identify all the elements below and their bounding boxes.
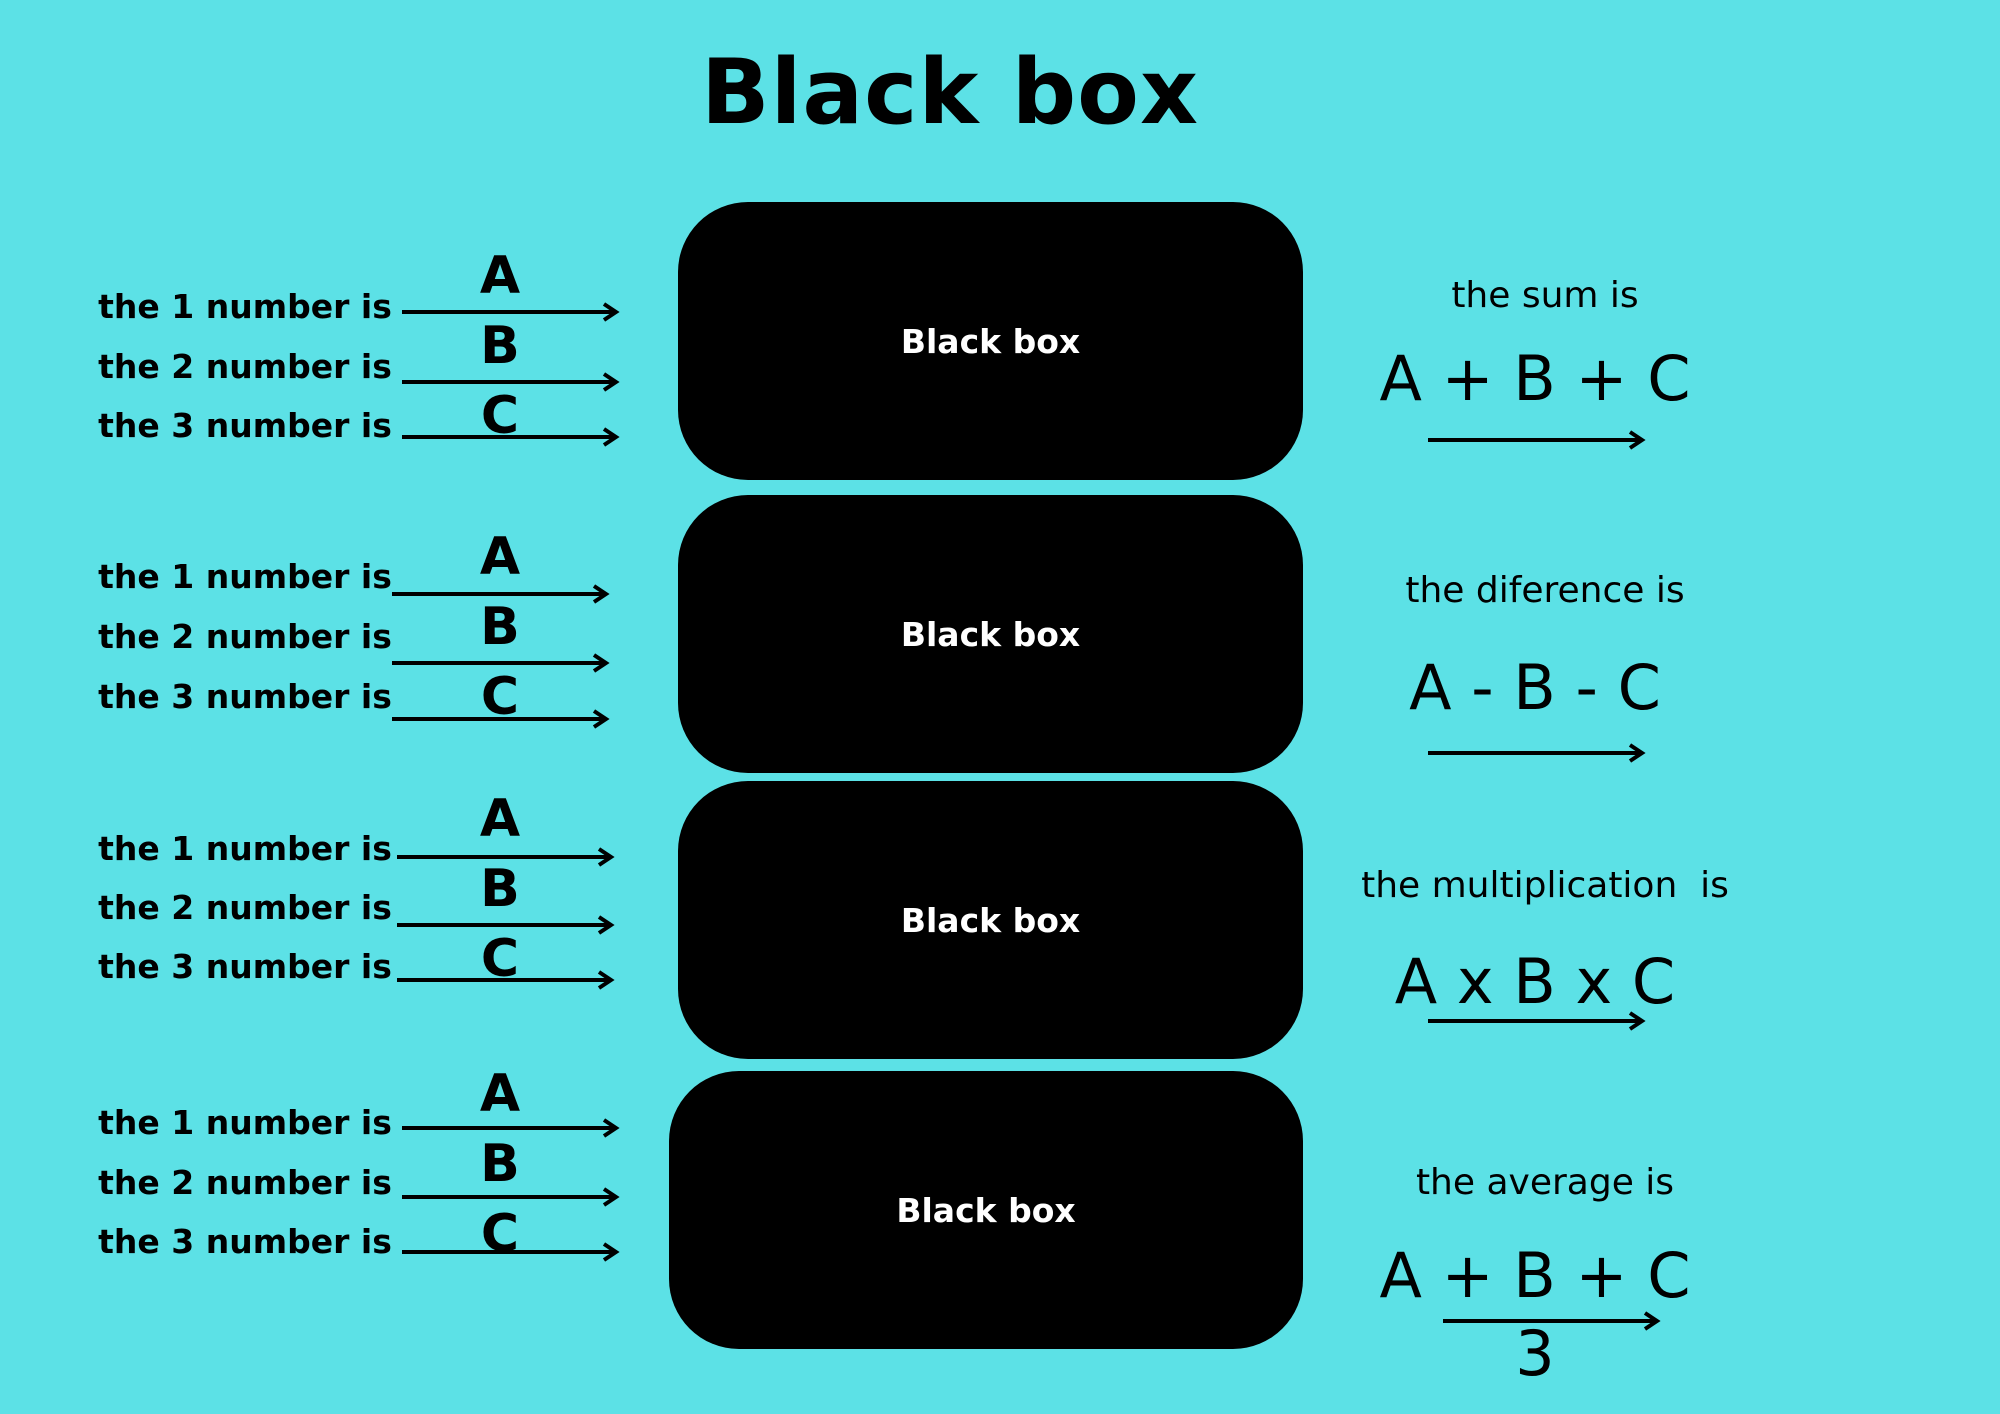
black-box-row-multiplication: the 1 number is the 2 number is the 3 nu… — [0, 781, 2000, 1061]
output-label: the multiplication is — [1361, 865, 1729, 906]
input-arrow-2 — [402, 1187, 620, 1207]
output-arrow — [1443, 1311, 1661, 1331]
input-arrow-2 — [392, 653, 610, 673]
input-letter-b: B — [480, 597, 520, 657]
input-label-1: the 1 number is — [98, 1103, 392, 1142]
output-arrow — [1428, 743, 1646, 763]
input-label-2: the 2 number is — [98, 347, 392, 386]
output-label: the sum is — [1451, 275, 1639, 316]
black-box-label: Black box — [896, 1190, 1076, 1230]
output-label: the diference is — [1405, 570, 1685, 611]
black-box-row-average: the 1 number is the 2 number is the 3 nu… — [0, 1064, 2000, 1399]
input-arrow-3 — [402, 1242, 620, 1262]
input-letter-c: C — [480, 929, 520, 989]
input-letter-b: B — [480, 316, 520, 376]
output-arrow — [1428, 1011, 1646, 1031]
output-formula: A - B - C — [1409, 651, 1661, 724]
output-arrow — [1428, 430, 1646, 450]
input-arrow-3 — [397, 970, 615, 990]
input-label-1: the 1 number is — [98, 287, 392, 326]
input-arrow-2 — [402, 372, 620, 392]
black-box: Black box — [678, 202, 1303, 480]
output-formula: A + B + C — [1379, 342, 1691, 415]
input-letter-c: C — [480, 386, 520, 446]
black-box-label: Black box — [900, 900, 1081, 940]
input-arrow-3 — [392, 709, 610, 729]
input-arrow-3 — [402, 427, 620, 447]
input-letter-c: C — [480, 667, 520, 727]
output-formula-numerator: A + B + C — [1379, 1239, 1691, 1312]
input-letter-a: A — [479, 527, 521, 587]
black-box-row-difference: the 1 number is the 2 number is the 3 nu… — [0, 493, 2000, 773]
input-letter-b: B — [480, 1134, 520, 1194]
input-label-3: the 3 number is — [98, 406, 392, 445]
input-letter-b: B — [480, 859, 520, 919]
input-label-3: the 3 number is — [98, 677, 392, 716]
input-label-1: the 1 number is — [98, 557, 392, 596]
output-formula: A x B x C — [1394, 945, 1676, 1018]
input-arrow-1 — [392, 584, 610, 604]
black-box-label: Black box — [900, 614, 1081, 654]
input-label-1: the 1 number is — [98, 829, 392, 868]
input-letter-a: A — [479, 1064, 521, 1124]
input-arrow-1 — [402, 1118, 620, 1138]
output-formula-divisor: 3 — [1515, 1317, 1555, 1390]
input-label-3: the 3 number is — [98, 947, 392, 986]
black-box-row-sum: the 1 number is the 2 number is the 3 nu… — [0, 200, 2000, 480]
input-letter-a: A — [479, 789, 521, 849]
black-box: Black box — [669, 1071, 1303, 1349]
input-label-2: the 2 number is — [98, 617, 392, 656]
input-letter-a: A — [479, 246, 521, 306]
black-box-label: Black box — [900, 321, 1081, 361]
input-label-2: the 2 number is — [98, 1163, 392, 1202]
black-box: Black box — [678, 495, 1303, 773]
input-label-2: the 2 number is — [98, 888, 392, 927]
page-title: Black box — [700, 40, 1200, 145]
input-arrow-1 — [397, 847, 615, 867]
input-arrow-1 — [402, 302, 620, 322]
input-arrow-2 — [397, 915, 615, 935]
input-label-3: the 3 number is — [98, 1222, 392, 1261]
output-label: the average is — [1415, 1162, 1675, 1203]
black-box: Black box — [678, 781, 1303, 1059]
